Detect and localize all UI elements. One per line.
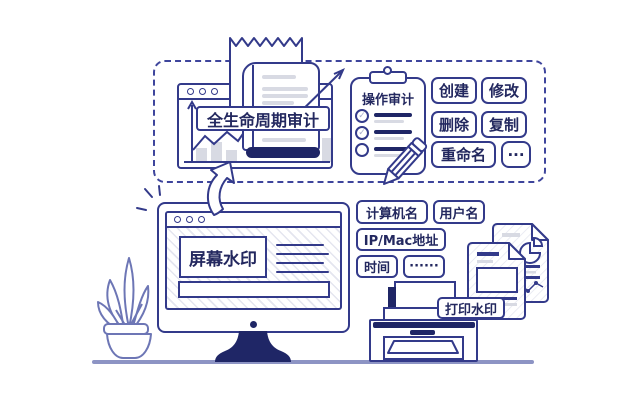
tag-user-name: 用户名 [433,200,485,224]
printer-paper-tab [388,287,396,310]
list-line [374,147,412,151]
list-line [374,154,404,157]
watermark-text-line [276,253,329,255]
printer-band [373,322,475,328]
lifecycle-audit-text: 全生命周期审计 [206,110,319,130]
window-dot-icon [211,88,218,95]
tag-computer-name: 计算机名 [356,200,428,224]
tag-ip-mac-address: IP/Mac地址 [356,228,446,251]
screen-watermark-label: 屏幕水印 [179,236,267,278]
tag-copy: 复制 [481,111,527,138]
tag-create: 创建 [431,77,477,104]
print-watermark-label: 打印水印 [437,297,505,319]
tag-time-text: 时间 [363,261,390,276]
check-circle-icon: ✓ [355,126,369,140]
clipboard-title: 操作审计 [352,89,424,108]
tag-delete: 删除 [431,111,477,138]
tag-user-name-text: 用户名 [439,206,479,222]
clipboard-title-text: 操作审计 [361,93,414,108]
tag-computer-name-text: 计算机名 [365,206,418,222]
screen-input-bar [178,281,330,298]
audit-chart-icon [184,99,331,163]
tag-modify-text: 修改 [488,82,519,100]
screen-watermark-text: 屏幕水印 [189,249,257,270]
screen-content: 屏幕水印 [167,228,340,308]
list-line [374,137,404,140]
tag-more-operations: ··· [501,141,531,168]
tag-ip-mac-text: IP/Mac地址 [363,234,439,249]
list-line [374,113,412,117]
empty-circle-icon [355,143,369,157]
tag-time: 时间 [356,255,398,278]
window-dot-icon [186,216,193,223]
text-line [262,75,296,79]
sparkle-marks-icon [136,185,161,211]
text-line [262,101,294,105]
tag-rename-text: 重命名 [440,146,486,164]
tag-modify: 修改 [481,77,527,104]
tag-more-watermark-text: ······ [409,259,439,274]
printer-slot-mark [410,330,435,335]
watermark-text-line [276,262,324,264]
text-line [262,87,308,91]
tag-delete-text: 删除 [438,116,469,134]
audit-panel-dashed-box [153,60,546,183]
window-dot-icon [187,88,194,95]
check-circle-icon: ✓ [355,109,369,123]
window-dot-icon [199,88,206,95]
tag-rename: 重命名 [431,141,496,168]
scroll-base-bar [246,147,320,158]
watermark-text-line [276,244,324,246]
monitor-camera-dot [250,321,257,328]
screen-window: 屏幕水印 [165,211,342,310]
window-dot-icon [174,216,181,223]
tag-copy-text: 复制 [488,116,519,134]
plant-icon [97,257,152,359]
watermark-text-line [276,271,329,273]
tag-create-text: 创建 [438,82,469,100]
window-dot-icon [198,216,205,223]
monitor-stand [215,331,291,362]
text-line [262,94,308,98]
list-line [374,120,404,123]
list-line [374,130,412,134]
text-line [262,138,306,142]
clipboard-knob-icon [383,66,392,75]
pencil-icon [383,137,428,185]
print-watermark-text: 打印水印 [444,302,497,318]
tag-more-watermark: ······ [403,255,445,278]
screen-window-header [167,213,340,228]
curved-arrow-icon [207,161,235,216]
tag-more-text: ··· [507,145,525,164]
printer-output-tray [383,336,464,360]
floor-line [92,360,534,364]
lifecycle-audit-label: 全生命周期审计 [196,106,330,131]
